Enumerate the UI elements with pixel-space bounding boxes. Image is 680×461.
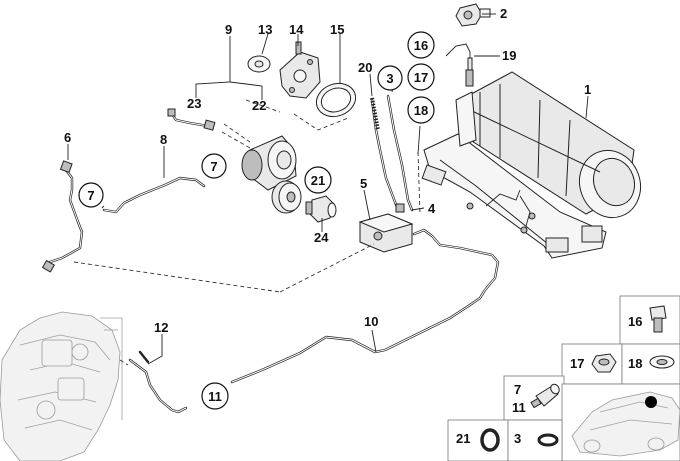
legend-panel: 16 17 18 7 11 bbox=[447, 295, 680, 461]
label-part-2: 2 bbox=[500, 6, 507, 21]
nut-icon bbox=[591, 353, 617, 373]
label-part-5: 5 bbox=[360, 176, 367, 191]
fitting-2 bbox=[455, 3, 491, 27]
svg-text:21: 21 bbox=[311, 173, 325, 188]
sensor-19 bbox=[445, 43, 474, 87]
seal-ring-icon bbox=[537, 433, 559, 447]
label-part-13: 13 bbox=[258, 22, 272, 37]
circled-ref-18: 18 bbox=[407, 96, 435, 124]
svg-text:3: 3 bbox=[514, 431, 521, 446]
label-part-12: 12 bbox=[154, 320, 168, 335]
label-part-19: 19 bbox=[502, 48, 516, 63]
label-part-14: 14 bbox=[289, 22, 304, 37]
svg-text:11: 11 bbox=[512, 400, 526, 415]
label-part-1: 1 bbox=[584, 82, 591, 97]
label-part-24: 24 bbox=[314, 230, 329, 245]
circled-ref-3: 3 bbox=[377, 65, 403, 91]
circled-ref-17: 17 bbox=[407, 63, 435, 91]
bracket-14 bbox=[279, 41, 321, 99]
pipe-23 bbox=[167, 108, 216, 131]
svg-text:16: 16 bbox=[628, 314, 642, 329]
pipe-10 bbox=[230, 228, 500, 384]
label-part-10: 10 bbox=[364, 314, 378, 329]
legend-cell-3 bbox=[507, 419, 563, 461]
washer-13 bbox=[247, 55, 271, 73]
svg-text:7: 7 bbox=[514, 382, 521, 397]
svg-text:17: 17 bbox=[414, 70, 428, 85]
pipe-8 bbox=[102, 176, 206, 214]
circled-references: 3 7 7 11 16 17 18 21 bbox=[78, 31, 435, 410]
label-part-23: 23 bbox=[187, 96, 201, 111]
legend-cell-16 bbox=[619, 295, 680, 345]
connector-icon bbox=[530, 383, 560, 409]
label-part-9: 9 bbox=[225, 22, 232, 37]
label-part-22: 22 bbox=[252, 98, 266, 113]
label-part-20: 20 bbox=[358, 60, 372, 75]
pipe-6 bbox=[41, 160, 84, 273]
circled-ref-16: 16 bbox=[407, 31, 435, 59]
circled-ref-7-left: 7 bbox=[78, 182, 104, 208]
svg-text:7: 7 bbox=[87, 188, 94, 203]
svg-text:16: 16 bbox=[414, 38, 428, 53]
number-leaders bbox=[67, 13, 589, 365]
svg-text:17: 17 bbox=[570, 356, 584, 371]
bolt-icon bbox=[649, 305, 667, 333]
svg-text:18: 18 bbox=[414, 103, 428, 118]
svg-text:21: 21 bbox=[456, 431, 470, 446]
circled-ref-7-mid: 7 bbox=[201, 153, 227, 179]
engine-block-ghost bbox=[0, 311, 123, 461]
o-ring-icon bbox=[480, 428, 500, 452]
label-part-15: 15 bbox=[330, 22, 344, 37]
heater-unit-1 bbox=[421, 71, 641, 259]
label-part-4: 4 bbox=[428, 201, 436, 216]
pipe-12 bbox=[128, 350, 188, 414]
car-location-illustration bbox=[571, 391, 680, 457]
circled-ref-11: 11 bbox=[201, 382, 229, 410]
valve-block-5 bbox=[358, 203, 414, 253]
label-part-8: 8 bbox=[160, 132, 167, 147]
ring-15 bbox=[315, 82, 357, 118]
location-marker-icon bbox=[645, 396, 657, 408]
pipe-3-vertical bbox=[386, 94, 414, 212]
nozzle-24 bbox=[305, 195, 337, 223]
rod-20 bbox=[370, 97, 400, 212]
washer-icon bbox=[649, 355, 675, 369]
part-number-labels: 1 2 4 5 6 8 9 10 12 13 14 15 19 20 22 23… bbox=[64, 6, 591, 335]
svg-text:7: 7 bbox=[210, 159, 217, 174]
circled-ref-21: 21 bbox=[304, 166, 332, 194]
svg-text:18: 18 bbox=[628, 356, 642, 371]
pump-22 bbox=[241, 135, 302, 214]
svg-text:3: 3 bbox=[386, 71, 393, 86]
svg-text:11: 11 bbox=[208, 389, 222, 404]
label-part-6: 6 bbox=[64, 130, 71, 145]
